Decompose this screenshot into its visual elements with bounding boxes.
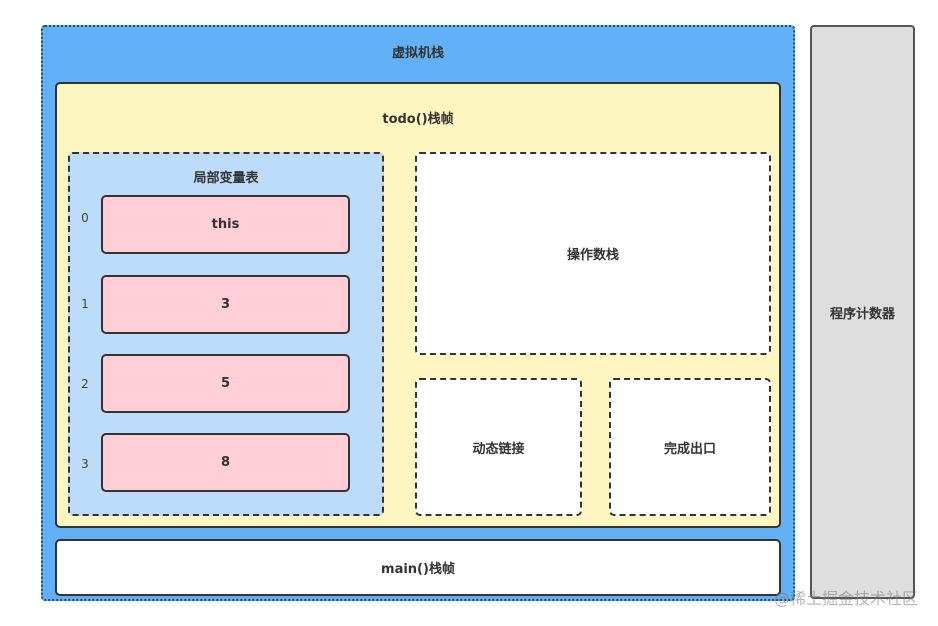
slot-value: 3	[220, 297, 231, 312]
todo-frame-title: todo()栈帧	[382, 112, 454, 127]
slot-index-1: 1	[81, 297, 89, 311]
local-variable-slot: 5	[101, 354, 350, 413]
return-address-box: 完成出口	[609, 378, 771, 516]
vm-stack-title: 虚拟机栈	[391, 46, 444, 61]
local-variable-slot: 8	[101, 433, 350, 492]
return-address-title: 完成出口	[663, 441, 716, 457]
watermark-text: @稀土掘金技术社区	[773, 589, 918, 608]
local-variable-table-title: 局部变量表	[193, 171, 259, 186]
main-frame-title: main()栈帧	[381, 562, 455, 577]
slot-value: this	[211, 217, 240, 232]
local-variable-slot: 3	[101, 275, 350, 334]
dynamic-linking-box: 动态链接	[415, 378, 582, 516]
dynamic-linking-title: 动态链接	[472, 441, 525, 457]
slot-index-2: 2	[81, 377, 89, 391]
program-counter-box: 程序计数器	[810, 25, 915, 599]
slot-index-3: 3	[81, 457, 89, 471]
slot-value: 5	[220, 376, 231, 391]
operand-stack-title: 操作数栈	[566, 248, 619, 263]
operand-stack-box: 操作数栈	[415, 152, 771, 355]
slot-index-0: 0	[81, 211, 89, 225]
program-counter-title: 程序计数器	[829, 306, 895, 322]
slot-value: 8	[220, 455, 231, 470]
main-stack-frame: main()栈帧	[55, 539, 781, 596]
local-variable-slot: this	[101, 195, 350, 254]
